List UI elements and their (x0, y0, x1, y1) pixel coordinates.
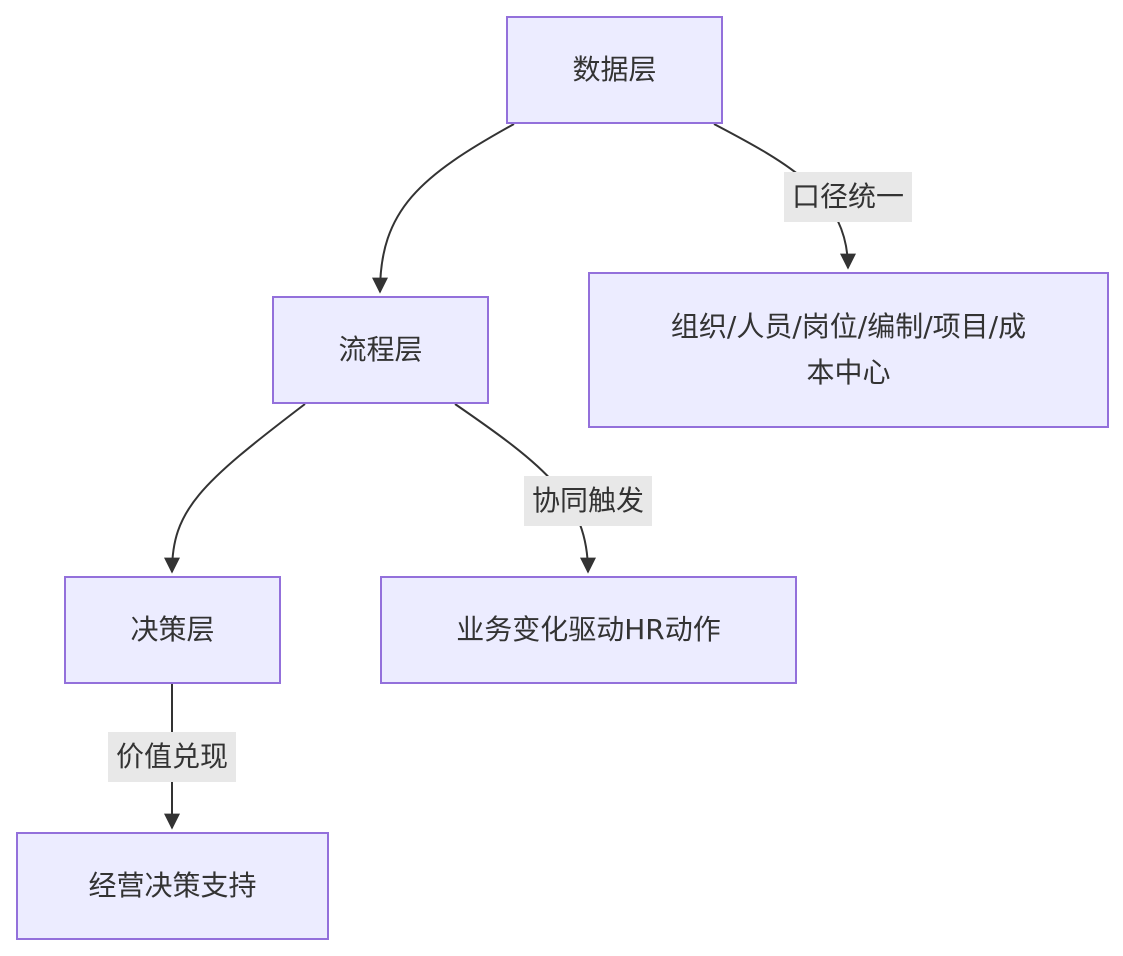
edge-label-unify-caliber: 口径统一 (784, 172, 912, 222)
node-process-layer-label: 流程层 (338, 333, 423, 366)
edge-data-to-process (372, 123, 515, 294)
node-business-hr-actions[interactable]: 业务变化驱动HR动作 (380, 576, 797, 684)
edge-process-to-decision (164, 403, 306, 574)
node-unified-entities-label: 组织/人员/岗位/编制/项目/成本中心 (670, 310, 1027, 389)
node-decision-layer-label: 决策层 (130, 613, 215, 646)
node-unified-entities[interactable]: 组织/人员/岗位/编制/项目/成本中心 (588, 272, 1109, 428)
edge-label-value-realization: 价值兑现 (108, 732, 236, 782)
node-data-layer-label: 数据层 (572, 53, 657, 86)
node-business-decision-support-label: 经营决策支持 (88, 869, 257, 902)
node-business-hr-actions-label: 业务变化驱动HR动作 (456, 613, 721, 646)
node-decision-layer[interactable]: 决策层 (64, 576, 281, 684)
node-business-decision-support[interactable]: 经营决策支持 (16, 832, 329, 940)
node-process-layer[interactable]: 流程层 (272, 296, 489, 404)
node-data-layer[interactable]: 数据层 (506, 16, 723, 124)
edge-label-collaborative-trigger: 协同触发 (524, 476, 652, 526)
